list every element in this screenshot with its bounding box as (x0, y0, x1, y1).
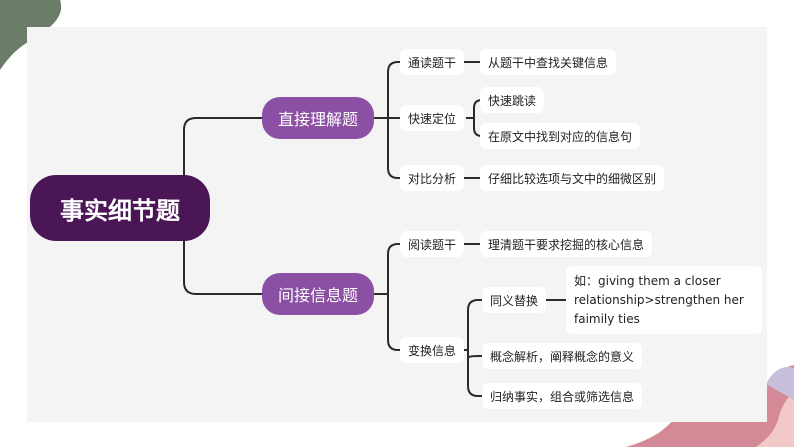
branch-indirect-information: 间接信息题 (262, 273, 374, 315)
leaf-compare-differences: 仔细比较选项与文中的细微区别 (480, 165, 665, 191)
node-read-stem: 通读题干 (400, 49, 465, 75)
example-line: faimily ties (574, 312, 640, 326)
node-compare-analyze: 对比分析 (400, 165, 465, 191)
leaf-find-key-info: 从题干中查找关键信息 (480, 49, 617, 75)
leaf-summarize-facts: 归纳事实，组合或筛选信息 (482, 383, 643, 409)
leaf-core-info: 理清题干要求挖掘的核心信息 (480, 231, 653, 257)
example-box: 如：giving them a closer relationship>stre… (566, 266, 762, 334)
example-line: 如：giving them a closer (574, 274, 721, 288)
node-read-stem-2: 阅读题干 (400, 231, 465, 257)
node-synonym-replace: 同义替换 (482, 287, 547, 313)
node-transform-info: 变换信息 (400, 337, 465, 363)
root-node: 事实细节题 (30, 175, 210, 241)
leaf-concept-explain: 概念解析，阐释概念的意义 (482, 343, 643, 369)
node-quick-locate: 快速定位 (400, 105, 465, 131)
example-line: relationship>strengthen her (574, 293, 744, 307)
leaf-skim-read: 快速跳读 (480, 87, 545, 113)
leaf-find-sentence: 在原文中找到对应的信息句 (480, 123, 641, 149)
branch-direct-understanding: 直接理解题 (262, 97, 374, 139)
